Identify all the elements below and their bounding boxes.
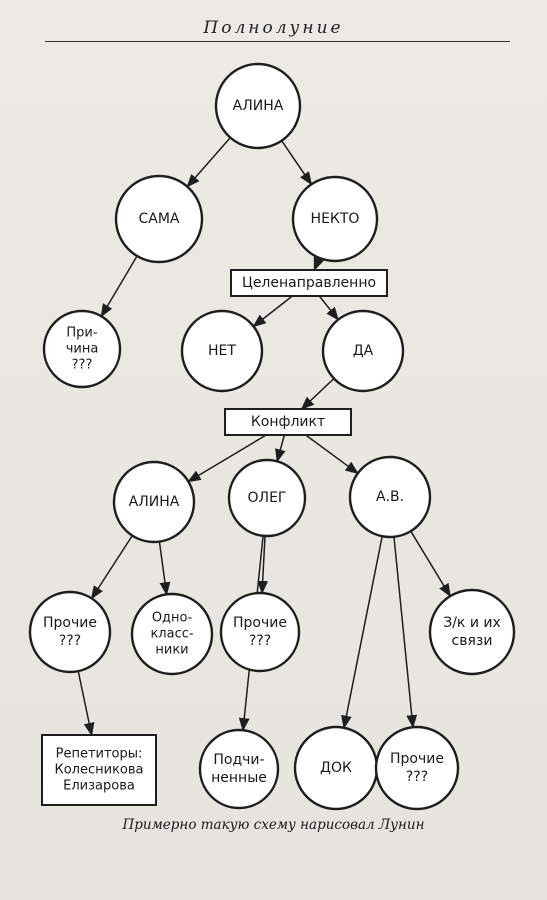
edge-nekto-to-tselenapravlenno: [313, 256, 324, 272]
node-circle: [180, 309, 264, 393]
edge-alina_mid-to-prochie_1: [90, 535, 133, 600]
node-box: [41, 734, 157, 806]
node-label-line: ники: [155, 643, 188, 658]
edge-alina_top-to-nekto: [281, 140, 313, 186]
node-circle: [114, 174, 204, 264]
node-circle: [374, 725, 460, 811]
edge-av-to-zk: [410, 530, 451, 598]
node-label-line: АЛИНА: [233, 98, 284, 114]
node-label-line: Одно-: [152, 611, 193, 626]
node-circle: [219, 591, 301, 673]
edge-sama-to-prichina: [100, 255, 138, 318]
node-circle: [348, 455, 432, 539]
node-da: ДА: [321, 309, 405, 393]
edge-konflikt-to-av: [305, 434, 359, 475]
node-label-line: Репетиторы:: [56, 747, 143, 762]
node-circle: [198, 728, 280, 810]
edge-konflikt-to-alina_mid: [187, 434, 267, 483]
diagram-nodes: АЛИНА САМА НЕКТО ЦеленаправленноПри-чина???…: [28, 62, 516, 811]
node-label-line: А.В.: [376, 489, 404, 505]
node-sama: САМА: [114, 174, 204, 264]
node-alina_top: АЛИНА: [214, 62, 302, 150]
edge-prochie_1-to-repetitory: [77, 670, 95, 737]
node-label-line: ???: [72, 358, 93, 373]
figure-caption: Примерно такую схему нарисовал Лунин: [122, 817, 425, 833]
node-av: А.В.: [348, 455, 432, 539]
node-prochie_1: Прочие???: [28, 590, 112, 674]
node-label-line: Елизарова: [63, 779, 135, 794]
node-nekto: НЕКТО: [291, 175, 379, 263]
node-prichina: При-чина???: [42, 309, 122, 389]
node-label-line: ненные: [211, 770, 267, 786]
node-dok: ДОК: [293, 725, 379, 811]
node-odnoklassniki: Одно-класс-ники: [130, 592, 214, 676]
node-label-line: Конфликт: [251, 414, 325, 430]
node-label-line: Колесникова: [54, 763, 143, 778]
node-box: [230, 269, 388, 297]
node-circle: [428, 588, 516, 676]
node-label-line: ДА: [353, 343, 374, 359]
node-label-line: ДОК: [320, 760, 352, 776]
node-label-line: При-: [66, 326, 97, 341]
node-label-line: САМА: [138, 211, 179, 227]
node-label-line: ???: [249, 633, 271, 649]
node-label-line: ОЛЕГ: [248, 490, 287, 506]
node-label-line: связи: [452, 633, 493, 649]
edge-alina_mid-to-odnoklassniki: [158, 541, 171, 596]
edge-tselenapravlenno-to-net: [252, 295, 293, 328]
node-circle: [130, 592, 214, 676]
node-konflikt: Конфликт: [224, 408, 352, 436]
node-label-line: Прочие: [390, 751, 444, 767]
node-circle: [214, 62, 302, 150]
edge-da-to-konflikt: [300, 377, 335, 410]
node-label-line: НЕКТО: [311, 211, 360, 227]
node-alina_mid: АЛИНА: [112, 460, 196, 544]
node-circle: [227, 458, 307, 538]
node-label-line: АЛИНА: [129, 494, 180, 510]
node-circle: [28, 590, 112, 674]
node-label-line: Подчи-: [213, 752, 264, 768]
edge-konflikt-to-oleg: [275, 434, 286, 463]
node-label-line: НЕТ: [208, 343, 236, 359]
diagram-edges: [77, 137, 451, 737]
node-prochie_2: Прочие???: [219, 591, 301, 673]
node-circle: [291, 175, 379, 263]
node-circle: [42, 309, 122, 389]
edge-av-to-dok: [341, 536, 383, 730]
node-box: [224, 408, 352, 436]
node-tselenapravlenno: Целенаправленно: [230, 269, 388, 297]
node-label-line: Прочие: [233, 615, 287, 631]
node-podchinennye: Подчи-ненные: [198, 728, 280, 810]
node-oleg: ОЛЕГ: [227, 458, 307, 538]
edge-alina_top-to-sama: [186, 137, 231, 188]
node-label-line: класс-: [150, 627, 193, 642]
node-prochie_3: Прочие???: [374, 725, 460, 811]
node-circle: [112, 460, 196, 544]
header-rule: [45, 41, 510, 42]
node-label-line: ???: [59, 633, 81, 649]
node-label-line: Прочие: [43, 615, 97, 631]
edge-av-to-prochie_3: [393, 536, 418, 729]
node-net: НЕТ: [180, 309, 264, 393]
node-label-line: ???: [406, 769, 428, 785]
node-circle: [321, 309, 405, 393]
edge-tselenapravlenno-to-da: [318, 295, 339, 321]
node-label-line: З/к и их: [443, 615, 501, 631]
node-label-line: Целенаправленно: [242, 275, 376, 291]
node-zk: З/к и их связи: [428, 588, 516, 676]
edge-oleg-to-prochie_2: [257, 535, 269, 595]
node-label-line: чина: [66, 342, 99, 357]
running-header: Полнолуние: [203, 18, 344, 38]
